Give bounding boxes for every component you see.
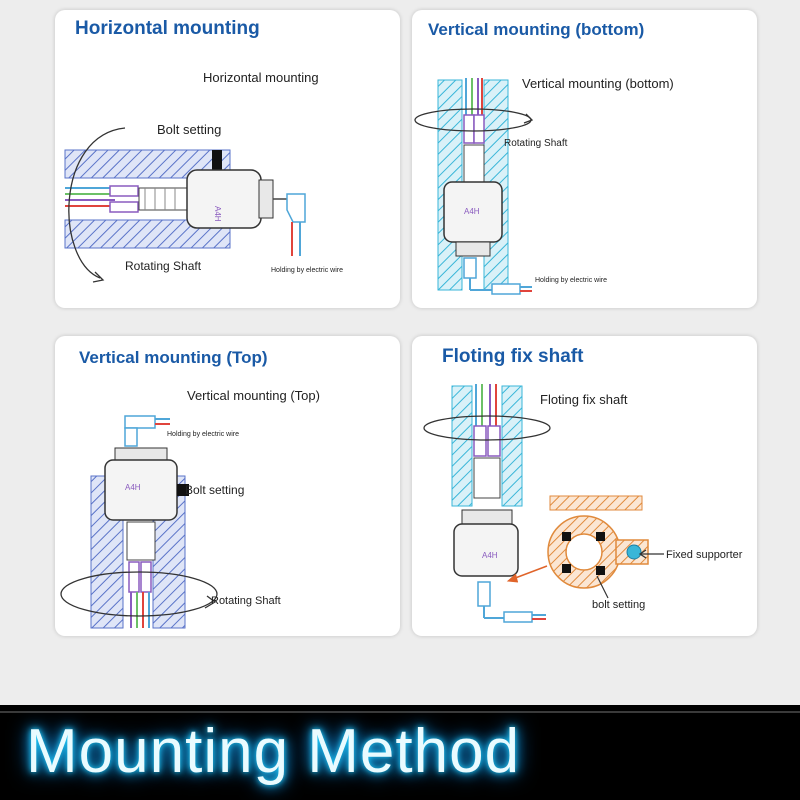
caption: Vertical mounting (bottom) xyxy=(522,76,674,91)
vertical-mounting-bottom-diagram: Vertical mounting (bottom) Rotating Shaf… xyxy=(414,76,674,295)
shaft-wall-left xyxy=(451,385,473,507)
horizontal-mounting-diagram: Horizontal mounting Bolt setting A4H xyxy=(64,70,343,283)
slip-ring-body xyxy=(186,169,262,229)
bolt xyxy=(177,484,189,496)
fixed-supporter xyxy=(626,544,642,560)
bolt-setting-label: Bolt setting xyxy=(157,122,221,137)
body-mark: A4H xyxy=(125,483,141,492)
bolt xyxy=(562,532,571,541)
panel-vertical-mounting-top: Vertical mounting (Top) Vertical mountin… xyxy=(55,336,400,636)
fixed-supporter-label: Fixed supporter xyxy=(666,549,743,561)
rotating-shaft-label: Rotating Shaft xyxy=(125,259,202,273)
caption: Horizontal mounting xyxy=(203,70,319,85)
bolt-setting-label: Bolt setting xyxy=(185,483,244,497)
panel-vertical-mounting-bottom: Vertical mounting (bottom) Vertical moun… xyxy=(412,10,757,308)
body-mark: A4H xyxy=(213,206,222,222)
slip-ring-body xyxy=(104,459,178,521)
panel-title: Horizontal mounting xyxy=(75,18,260,39)
floting-fix-shaft-diagram: Floting fix shaft A4H xyxy=(423,384,743,623)
panel-title: Vertical mounting (Top) xyxy=(79,348,268,367)
banner-divider xyxy=(0,711,800,713)
diagram-area: Horizontal mounting Horizontal mounting … xyxy=(0,0,800,705)
bolt xyxy=(212,150,222,178)
holding-label: Holding by electric wire xyxy=(535,277,607,284)
shaft-wall-right xyxy=(501,385,523,507)
panel-horizontal-mounting: Horizontal mounting Horizontal mounting … xyxy=(55,10,400,308)
panel-floting-fix-shaft: Floting fix shaft Floting fix shaft xyxy=(412,336,757,636)
vertical-mounting-top-diagram: Vertical mounting (Top) Holding by elect… xyxy=(60,388,320,629)
holding-label: Holding by electric wire xyxy=(271,267,343,274)
rotating-shaft-label: Rotating Shaft xyxy=(211,595,281,607)
rotating-shaft-label: Rotating Shaft xyxy=(504,138,568,149)
panel-title: Floting fix shaft xyxy=(442,346,584,367)
body-mark: A4H xyxy=(464,207,480,216)
title-banner xyxy=(0,705,800,800)
banner-title: Mounting Method xyxy=(26,717,521,786)
panel-title: Vertical mounting (bottom) xyxy=(428,20,645,39)
holding-label: Holding by electric wire xyxy=(167,431,239,438)
bracket-side-view xyxy=(549,495,643,511)
slip-ring-body xyxy=(453,523,519,577)
bolt-setting-label: bolt setting xyxy=(592,599,645,611)
caption: Vertical mounting (Top) xyxy=(187,388,320,403)
body-mark: A4H xyxy=(482,551,498,560)
caption: Floting fix shaft xyxy=(540,392,628,407)
